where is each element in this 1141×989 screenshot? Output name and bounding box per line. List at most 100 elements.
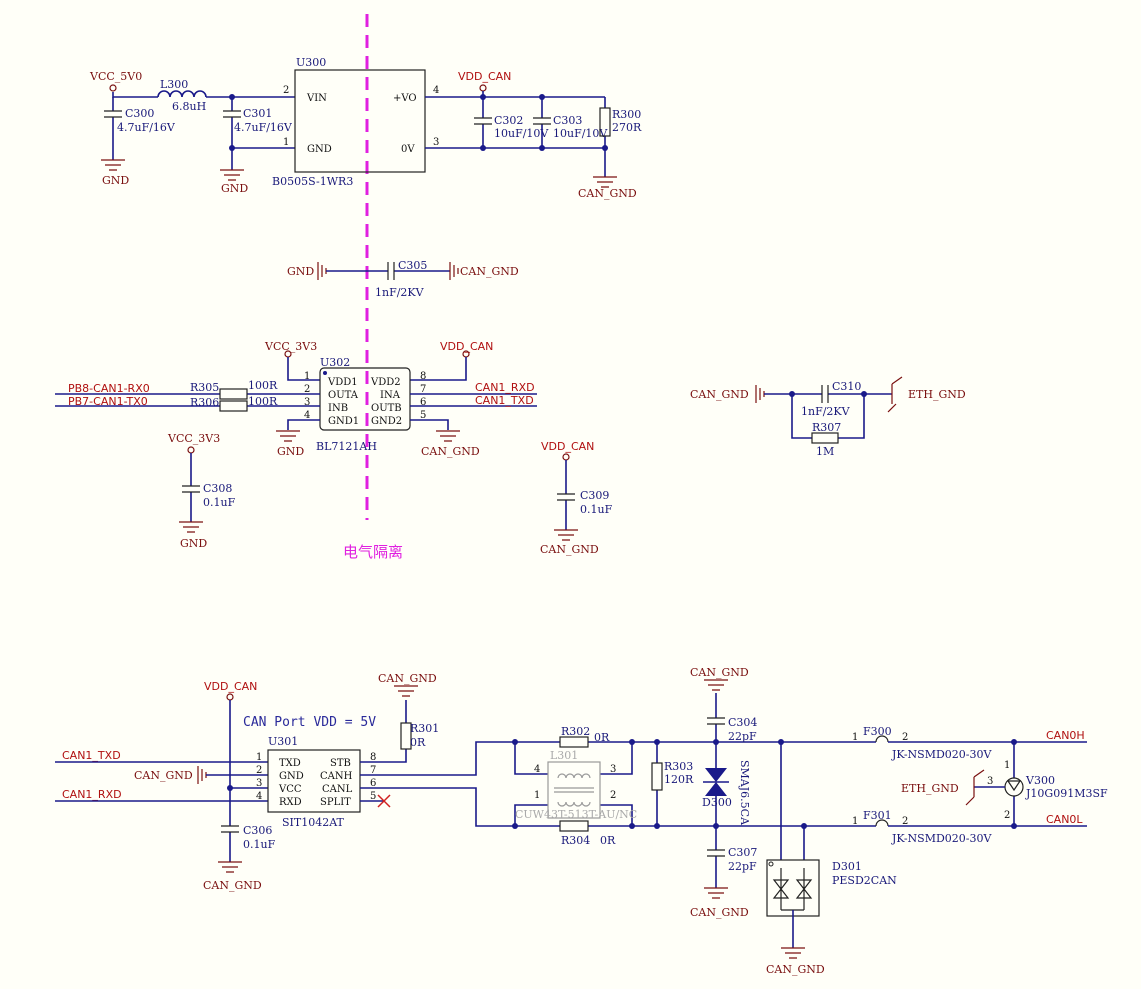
no-connect-icon	[377, 794, 391, 808]
svg-text:3: 3	[304, 397, 310, 408]
r301-value: 0R	[410, 736, 426, 749]
can0h-label: CAN0H	[1046, 729, 1085, 742]
eth-gnd-icon	[887, 376, 903, 413]
svg-text:2: 2	[304, 384, 310, 395]
u300-pin-vo: +VO	[393, 93, 417, 104]
svg-text:3: 3	[610, 764, 616, 775]
c303-ref: C303	[553, 114, 582, 127]
c300-capacitor-icon	[104, 110, 122, 118]
c303-capacitor-icon	[533, 117, 551, 125]
can1-rxd-label-u302: CAN1_RXD	[475, 381, 535, 394]
r300-value: 270R	[612, 121, 642, 134]
isolation-note: 电气隔离	[343, 543, 403, 561]
c310-section: CAN_GND C310 1nF/2KV R307 1M ETH_GND	[690, 376, 966, 458]
gnd-icon	[276, 430, 300, 442]
u300-ref: U300	[296, 56, 326, 69]
r303-resistor-icon	[651, 762, 663, 791]
r304-resistor-icon	[559, 820, 589, 832]
can-protection-section: R302 0R R304 0R L301 CUW43T-513T-AU/NC 4…	[512, 666, 1108, 976]
c308-ref: C308	[203, 482, 232, 495]
f301-value: JK-NSMD020-30V	[891, 832, 992, 845]
f301-fuse-icon	[875, 819, 889, 827]
u301-value: SIT1042AT	[282, 816, 345, 829]
u301-pin-r4: SPLIT	[320, 797, 351, 808]
can-gnd-label-c310: CAN_GND	[690, 388, 749, 401]
r300-resistor-icon	[599, 107, 611, 137]
can-gnd-icon	[554, 529, 578, 541]
u301-pin-r1: STB	[330, 758, 351, 769]
pb7-label: PB7-CAN1-TX0	[68, 395, 148, 408]
u302-pin-r4: GND2	[371, 416, 402, 427]
svg-text:2: 2	[256, 765, 262, 776]
u300-pin-vin: VIN	[306, 93, 327, 104]
r301-resistor-icon	[400, 722, 412, 750]
d300-ref: D300	[702, 796, 732, 809]
u300-body	[294, 69, 426, 173]
u302-pin-l4: GND1	[328, 416, 359, 427]
svg-text:1: 1	[256, 752, 262, 763]
c301-value: 4.7uF/16V	[234, 121, 293, 134]
u300-pin-0v: 0V	[401, 144, 415, 155]
c309-section: VDD_CAN C309 0.1uF CAN_GND	[540, 440, 613, 556]
vdd-can-port-icon	[479, 84, 487, 92]
c304-ref: C304	[728, 716, 757, 729]
u302-pin-l3: INB	[328, 403, 348, 414]
c305-ref: C305	[398, 259, 427, 272]
svg-text:5: 5	[370, 791, 376, 802]
vcc-3v3-label-c308: VCC_3V3	[167, 432, 220, 445]
f300-ref: F300	[863, 725, 892, 738]
can-gnd-label-r300: CAN_GND	[578, 187, 637, 200]
svg-text:1: 1	[304, 371, 310, 382]
u302-pin-r3: OUTB	[371, 403, 402, 414]
can-gnd-icon	[704, 887, 728, 899]
r304-ref: R304	[561, 834, 590, 847]
svg-text:4: 4	[534, 764, 540, 775]
vcc-3v3-port-icon	[187, 446, 195, 454]
gnd-label-u302: GND	[277, 445, 304, 458]
c308-section: VCC_3V3 C308 0.1uF GND	[167, 432, 236, 550]
l300-value: 6.8uH	[172, 100, 206, 113]
vdd-can-port-icon	[562, 453, 570, 461]
gnd-label-c308: GND	[180, 537, 207, 550]
gnd-icon	[317, 262, 327, 280]
vcc-3v3-label-u302: VCC_3V3	[264, 340, 317, 353]
svg-text:1: 1	[283, 137, 289, 148]
can1-txd-label-u301: CAN1_TXD	[62, 749, 121, 762]
can-gnd-label-d301: CAN_GND	[766, 963, 825, 976]
u302-value: BL7121AH	[316, 440, 377, 453]
c303-value: 10uF/10V	[553, 127, 608, 140]
u302-pin-r1: VDD2	[370, 377, 401, 388]
c301-capacitor-icon	[223, 110, 241, 118]
svg-text:4: 4	[433, 85, 439, 96]
can-gnd-icon	[755, 385, 765, 403]
svg-text:3: 3	[433, 137, 439, 148]
eth-gnd-label-v300: ETH_GND	[901, 782, 959, 795]
svg-text:4: 4	[256, 791, 262, 802]
gnd-icon	[220, 169, 244, 181]
c306-ref: C306	[243, 824, 272, 837]
u301-pin-l4: RXD	[279, 797, 302, 808]
svg-text:2: 2	[283, 85, 289, 96]
can-gnd-icon	[218, 861, 242, 873]
l300-ref: L300	[160, 78, 188, 91]
vdd-can-label-u301: VDD_CAN	[204, 680, 257, 693]
svg-text:2: 2	[902, 816, 908, 827]
can-gnd-icon	[781, 947, 805, 959]
can-port-note: CAN Port VDD = 5V	[243, 715, 376, 730]
u301-pin-l3: VCC	[278, 784, 302, 795]
u302-pin-l2: OUTA	[328, 390, 359, 401]
c306-capacitor-icon	[221, 825, 239, 833]
u302-pin-l1: VDD1	[327, 377, 358, 388]
r305-ref: R305	[190, 381, 219, 394]
c302-capacitor-icon	[474, 117, 492, 125]
gnd-label-c305: GND	[287, 265, 314, 278]
u302-ref: U302	[320, 356, 350, 369]
can-gnd-label-c306: CAN_GND	[203, 879, 262, 892]
l300-inductor-icon	[157, 90, 207, 98]
u301-ref: U301	[268, 735, 298, 748]
r307-ref: R307	[812, 421, 841, 434]
svg-text:8: 8	[370, 752, 376, 763]
transceiver-section: VDD_CAN CAN Port VDD = 5V C306 0.1uF CAN…	[55, 672, 515, 892]
r305-value: 100R	[248, 379, 278, 392]
